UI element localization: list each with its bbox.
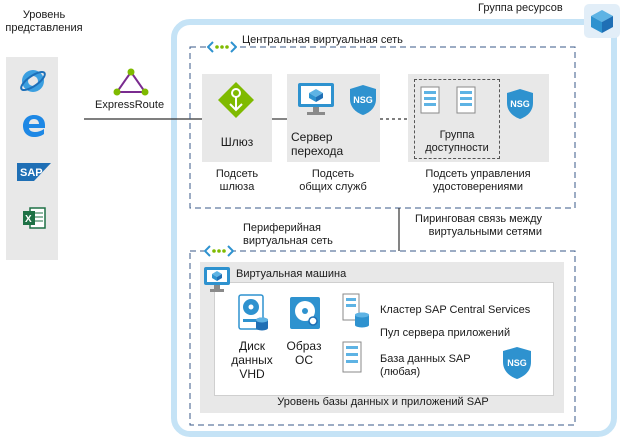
spoke-vnet-icon (204, 244, 234, 258)
vm-monitor-icon (298, 83, 334, 115)
jump-server-label: Сервер перехода (291, 130, 344, 158)
sap-database-label: База данных SAP (любая) (380, 353, 471, 378)
ie-icon (20, 70, 46, 92)
server-database-icon (342, 293, 369, 328)
resource-group-frame (171, 19, 617, 437)
availability-set-border (414, 79, 500, 159)
gateway-subnet-label: Подсеть шлюза (215, 168, 259, 193)
edge-icon (23, 115, 45, 137)
app-server-pool-label: Пул сервера приложений (380, 327, 511, 339)
disk-label: Диск данных VHD (231, 339, 273, 381)
excel-icon: X (23, 207, 46, 229)
vm-inner-box (214, 282, 554, 396)
sap-tier-label: Уровень базы данных и приложений SAP (277, 396, 489, 408)
spoke-vnet-label: Периферийная виртуальная сеть (243, 222, 333, 247)
presentation-title: Уровень представления (5, 9, 83, 34)
svg-text:SAP: SAP (20, 167, 43, 179)
central-vnet-icon (207, 40, 237, 54)
resource-group-icon (584, 4, 620, 38)
svg-text:X: X (25, 214, 32, 225)
nsg-label: NSG (510, 99, 530, 109)
gateway-label: Шлюз (220, 135, 254, 149)
shared-services-subnet-label: Подсеть общих служб (299, 168, 367, 193)
server-icon (456, 86, 476, 114)
central-vnet-label: Центральная виртуальная сеть (242, 34, 403, 46)
nsg-label: NSG (353, 95, 373, 105)
gateway-icon (218, 82, 254, 118)
disk-icon (238, 294, 268, 331)
spoke-vnet-border (189, 250, 576, 426)
nsg-shield-icon (503, 347, 531, 379)
vm-monitor-icon (204, 267, 230, 292)
nsg-shield-icon (507, 89, 533, 119)
expressroute-icon (113, 68, 149, 96)
vm-label: Виртуальная машина (236, 268, 347, 280)
expressroute-label: ExpressRoute (95, 99, 165, 111)
identity-subnet-label: Подсеть управления удостоверениями (425, 168, 531, 193)
nsg-shield-icon (350, 85, 376, 115)
availability-set-label: Группа доступности (425, 129, 489, 154)
os-image-icon (290, 297, 320, 329)
central-vnet-border (189, 46, 576, 209)
sap-icon: SAP (17, 163, 51, 181)
central-services-label: Кластер SAP Central Services (380, 304, 531, 316)
resource-group-label: Группа ресурсов (478, 2, 563, 14)
os-label: Образ ОС (286, 339, 322, 367)
nsg-label: NSG (507, 358, 527, 368)
server-icon (342, 341, 362, 373)
server-icon (420, 86, 440, 114)
peering-label: Пиринговая связь между виртуальными сетя… (400, 213, 542, 239)
